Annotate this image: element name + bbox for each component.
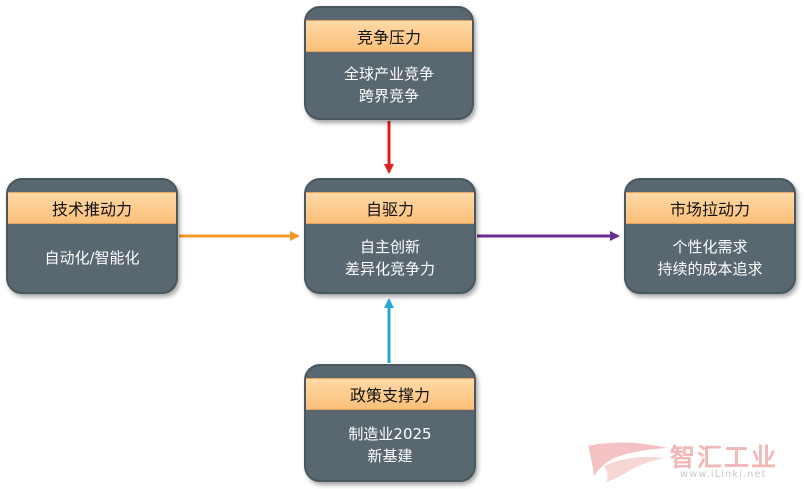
node-market-pull: 市场拉动力 个性化需求 持续的成本追求 <box>624 178 796 294</box>
node-body: 自动化/智能化 <box>8 224 176 292</box>
watermark: 智汇工业 www.iLinki.net <box>584 436 804 486</box>
node-line: 个性化需求 <box>672 238 748 256</box>
watermark-text: 智汇工业 <box>670 443 779 472</box>
node-line: 自主创新 <box>359 238 420 256</box>
node-line: 全球产业竞争 <box>343 65 434 83</box>
watermark-url: www.iLinki.net <box>680 469 767 480</box>
node-policy-support: 政策支撑力 制造业2025 新基建 <box>304 364 476 482</box>
node-line: 新基建 <box>367 447 413 465</box>
node-title: 自驱力 <box>306 192 474 224</box>
node-line: 持续的成本追求 <box>657 260 763 278</box>
node-title: 市场拉动力 <box>626 192 794 224</box>
node-body: 自主创新 差异化竞争力 <box>306 224 474 292</box>
node-title: 竞争压力 <box>306 20 472 52</box>
node-title: 技术推动力 <box>8 192 176 224</box>
node-body: 个性化需求 持续的成本追求 <box>626 224 794 292</box>
node-line: 差异化竞争力 <box>344 260 435 278</box>
node-line: 跨界竞争 <box>358 87 419 105</box>
node-self-drive: 自驱力 自主创新 差异化竞争力 <box>304 178 476 294</box>
node-body: 制造业2025 新基建 <box>306 410 474 480</box>
node-body: 全球产业竞争 跨界竞争 <box>306 52 472 118</box>
node-line: 自动化/智能化 <box>44 249 140 267</box>
watermark-logo-icon <box>588 442 668 482</box>
node-technology-push: 技术推动力 自动化/智能化 <box>6 178 178 294</box>
node-line: 制造业2025 <box>348 425 432 443</box>
node-competition-pressure: 竞争压力 全球产业竞争 跨界竞争 <box>304 6 474 120</box>
node-title: 政策支撑力 <box>306 378 474 410</box>
